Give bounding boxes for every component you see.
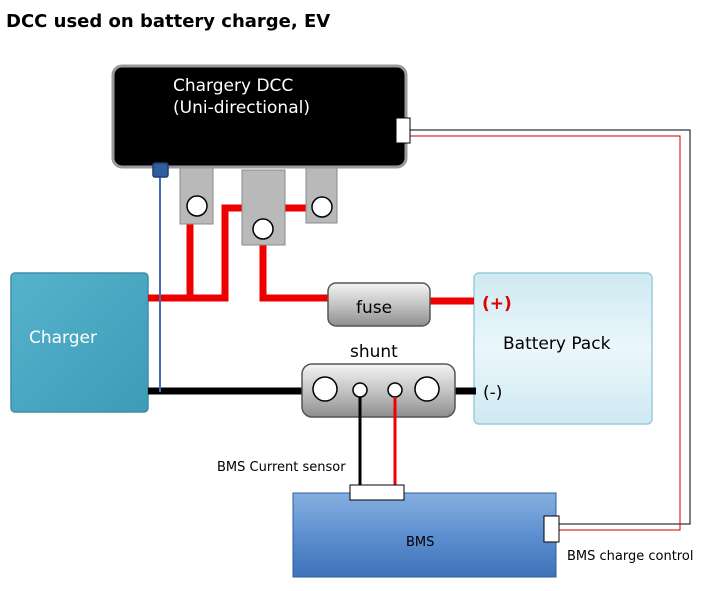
- shunt-box: [301, 363, 456, 418]
- bms-current-sensor-label: BMS Current sensor: [217, 460, 346, 475]
- dcc-label-line2: (Uni-directional): [173, 98, 310, 118]
- dcc-control-port: [395, 117, 411, 144]
- shunt-label: shunt: [350, 342, 398, 362]
- dcc-bolt-left: [186, 195, 208, 217]
- bms-label: BMS: [406, 535, 434, 550]
- bms-charge-control-label: BMS charge control: [567, 549, 693, 564]
- battery-negative-label: (-): [483, 383, 502, 403]
- dcc-label-line1: Chargery DCC: [173, 76, 293, 96]
- shunt-sense-left: [352, 382, 368, 398]
- bms-box: [292, 492, 557, 578]
- battery-pack-box: [473, 272, 653, 425]
- dcc-bolt-right: [311, 196, 333, 218]
- battery-pack-label: Battery Pack: [503, 334, 611, 354]
- dcc-bolt-middle: [252, 218, 274, 240]
- shunt-bolt-left: [312, 376, 338, 402]
- bms-charge-control-wire: [408, 129, 691, 525]
- shunt-sense-right: [387, 382, 403, 398]
- shunt-bolt-right: [414, 376, 440, 402]
- bms-charge-control-port: [543, 515, 560, 543]
- fuse-box: [327, 282, 431, 327]
- bms-charge-control-wire-red: [408, 135, 681, 531]
- charger-label: Charger: [29, 328, 97, 348]
- diagram-title: DCC used on battery charge, EV: [6, 11, 330, 32]
- charger-box: [10, 272, 149, 413]
- bms-current-sensor-port: [349, 484, 405, 501]
- positive-wire-dcc-fuse: [259, 232, 328, 302]
- dcc-sense-port: [152, 162, 169, 178]
- battery-positive-label: (+): [482, 294, 512, 314]
- fuse-label: fuse: [356, 298, 392, 318]
- dcc-box: [111, 64, 408, 169]
